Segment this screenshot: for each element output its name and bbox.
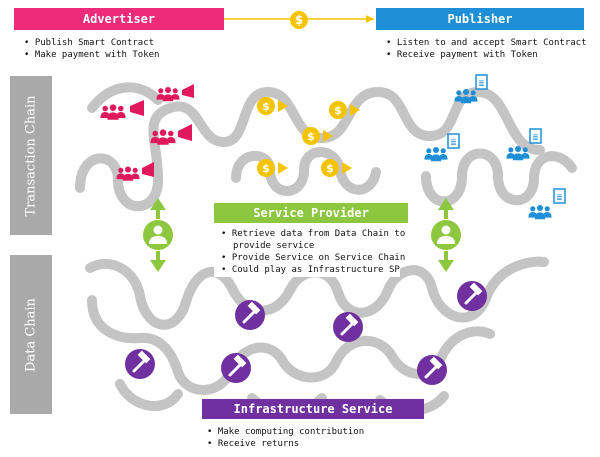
list-item: Provide Service on Service Chain [221,252,405,264]
infra-provider-box: Infrastructure Service Provider [202,399,424,436]
list-item: provide service [233,241,315,251]
svg-text:≣: ≣ [557,193,563,203]
list-item: Retrieve data from Data Chain to [221,228,405,240]
list-item: Make payment with Token [24,49,160,61]
svg-text:≣: ≣ [451,138,457,148]
hammer-icons [125,281,487,385]
service-provider-box: Service Provider [214,203,408,223]
advertiser-list: Publish Smart Contract Make payment with… [24,37,160,61]
advertiser-people-icon [100,100,144,120]
advertiser-people-icon [156,84,194,102]
list-item: Could play as Infrastructure SP [221,264,405,276]
coin-icons: $ $ $ $ $ [257,97,360,177]
advertiser-box: Advertiser [14,8,224,30]
list-item: Receive returns [207,438,364,450]
hammer-icon [417,355,447,385]
service-provider-node-left [143,198,173,272]
data-chain-band: Data Chain [10,255,52,414]
service-provider-list: Retrieve data from Data Chain to provide… [221,228,405,276]
hammer-icon [125,349,155,379]
header-coin-icon: $ [290,11,308,29]
list-item: Listen to and accept Smart Contract [386,37,587,49]
hammer-icon [221,353,251,383]
coin-icon: $ [257,159,288,177]
svg-text:$: $ [295,13,303,27]
transaction-chain-tracks [75,82,577,212]
publisher-people-icon: ≣ [454,74,488,104]
svg-text:$: $ [326,162,334,175]
publisher-icons: ≣ ≣ ≣ ≣ [424,74,566,220]
hammer-icon [333,312,363,342]
coin-icon: $ [257,97,288,115]
svg-text:$: $ [262,162,270,175]
list-item: Make computing contribution [207,426,364,438]
publisher-list: Listen to and accept Smart Contract Rece… [386,37,587,61]
coin-icon: $ [302,127,333,145]
svg-text:$: $ [307,130,315,143]
hammer-icon [457,281,487,311]
hammer-icon [235,300,265,330]
transaction-chain-band: Transaction Chain [10,76,52,235]
service-provider-node-right [431,198,461,272]
advertiser-icons [100,84,194,181]
publisher-people-icon: ≣ [424,133,460,162]
list-item: Publish Smart Contract [24,37,159,49]
publisher-people-icon: ≣ [506,128,542,161]
svg-text:≣: ≣ [479,79,485,89]
publisher-box: Publisher [376,8,584,30]
service-provider-title: Service Provider [253,206,369,220]
advertiser-people-icon [150,124,192,145]
svg-text:$: $ [334,104,342,117]
coin-icon: $ [329,101,360,119]
infra-provider-list: Make computing contribution Receive retu… [207,426,364,450]
svg-text:$: $ [262,100,270,113]
publisher-title: Publisher [447,12,513,26]
advertiser-people-icon [116,162,154,181]
svg-text:≣: ≣ [533,133,539,143]
publisher-people-icon: ≣ [528,188,566,220]
advertiser-title: Advertiser [82,12,156,26]
list-item: Receive payment with Token [386,49,587,61]
coin-icon: $ [321,159,352,177]
